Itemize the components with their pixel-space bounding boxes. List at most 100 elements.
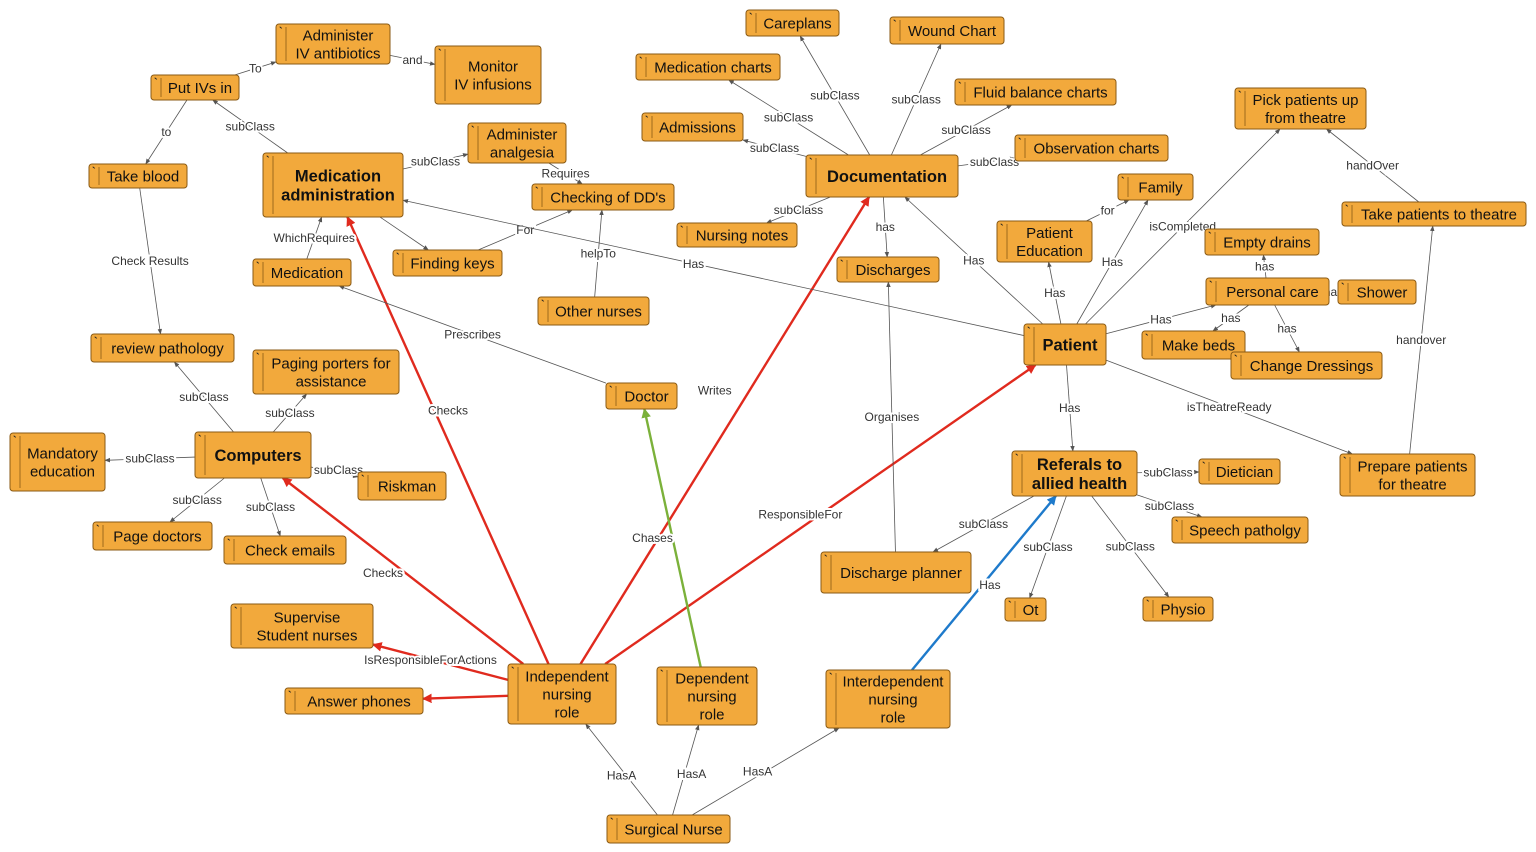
node-admissions[interactable]: `Admissions	[641, 112, 744, 142]
edge-label: WhichRequires	[274, 231, 355, 245]
node-label: Page doctors	[113, 528, 201, 545]
edge-line	[389, 55, 436, 66]
node-discharge-planner[interactable]: `Discharge planner	[820, 551, 972, 594]
node-medication[interactable]: `Medication	[252, 258, 352, 287]
node-riskman[interactable]: `Riskman	[357, 471, 447, 501]
edge-label-halo: subClass	[1145, 499, 1194, 513]
node-wound-chart[interactable]: `Wound Chart	[889, 16, 1005, 45]
node-finding-keys[interactable]: `Finding keys	[392, 249, 503, 277]
node-class-icon: `	[824, 554, 828, 566]
node-put-ivs[interactable]: `Put IVs in	[150, 74, 240, 101]
edge-label-halo: has	[1277, 322, 1296, 336]
node-change-dressings[interactable]: `Change Dressings	[1230, 351, 1383, 380]
edge-line	[1274, 304, 1300, 353]
node-take-blood[interactable]: `Take blood	[88, 163, 188, 189]
node-computers[interactable]: `Computers	[194, 431, 312, 479]
node-check-emails[interactable]: `Check emails	[223, 535, 347, 565]
edge-label: HasA	[607, 769, 636, 783]
node-discharges[interactable]: `Discharges	[836, 256, 940, 283]
edge-label: subClass	[764, 111, 813, 125]
edge-label-halo: to	[161, 125, 171, 139]
edge-line	[212, 99, 288, 154]
node-label: Checking of DD's	[550, 189, 665, 206]
edge-label-halo: Organises	[865, 410, 920, 424]
node-make-beds[interactable]: `Make beds	[1141, 330, 1246, 360]
edge-label: and	[402, 53, 422, 67]
node-med-charts[interactable]: `Medication charts	[635, 53, 781, 81]
edge-label-halo: subClass	[959, 517, 1008, 531]
node-take-to-theatre[interactable]: `Take patients to theatre	[1341, 201, 1527, 227]
node-box	[262, 152, 404, 218]
node-documentation[interactable]: `Documentation	[805, 154, 959, 198]
node-speech[interactable]: `Speech patholgy	[1171, 516, 1309, 544]
node-label: Referals to	[1037, 456, 1122, 474]
node-box	[1204, 228, 1320, 256]
node-patient[interactable]: `Patient	[1023, 323, 1107, 366]
node-page-doctors[interactable]: `Page doctors	[92, 521, 213, 551]
edge-label-halo: Writes	[698, 384, 732, 398]
edge-label: Has	[1044, 286, 1065, 300]
edge-label-halo: subClass	[774, 203, 823, 217]
edge-label: for	[1101, 204, 1115, 218]
node-label: Discharges	[855, 262, 930, 279]
edge-label: has	[876, 220, 895, 234]
edge-line	[1091, 495, 1170, 598]
node-other-nurses[interactable]: `Other nurses	[537, 296, 650, 326]
node-empty-drains[interactable]: `Empty drains	[1204, 228, 1320, 256]
node-label: Interdependent	[843, 673, 945, 690]
node-answer-phones[interactable]: `Answer phones	[284, 687, 424, 715]
edge-line	[1029, 495, 1067, 599]
node-label: Personal care	[1226, 284, 1319, 301]
node-label: Surgical Nurse	[624, 821, 722, 838]
node-label: Take blood	[107, 168, 180, 185]
edge-line	[882, 196, 890, 258]
node-box	[805, 154, 959, 198]
node-physio[interactable]: `Physio	[1142, 596, 1214, 622]
edge-line	[672, 724, 700, 816]
node-label: Ot	[1023, 602, 1040, 619]
node-class-icon: `	[279, 26, 283, 38]
node-checking-dds[interactable]: `Checking of DD's	[531, 183, 675, 211]
node-family[interactable]: `Family	[1117, 173, 1194, 201]
node-fluid-balance[interactable]: `Fluid balance charts	[954, 78, 1117, 106]
node-shower[interactable]: `Shower	[1337, 279, 1417, 305]
edge-line	[477, 209, 573, 251]
node-dietician[interactable]: `Dietician	[1198, 458, 1281, 485]
node-box	[284, 687, 424, 715]
node-doctor[interactable]: `Doctor	[605, 382, 678, 410]
node-ot[interactable]: `Ot	[1004, 597, 1047, 622]
node-personal-care[interactable]: `Personal care	[1205, 277, 1330, 306]
node-nursing-notes[interactable]: `Nursing notes	[676, 222, 798, 248]
node-class-icon: `	[660, 669, 664, 681]
node-careplans[interactable]: `Careplans	[745, 9, 840, 37]
node-observation[interactable]: `Observation charts	[1014, 134, 1169, 162]
node-review-path[interactable]: `review pathology	[90, 333, 235, 363]
node-surgical-nurse[interactable]: `Surgical Nurse	[606, 814, 731, 844]
